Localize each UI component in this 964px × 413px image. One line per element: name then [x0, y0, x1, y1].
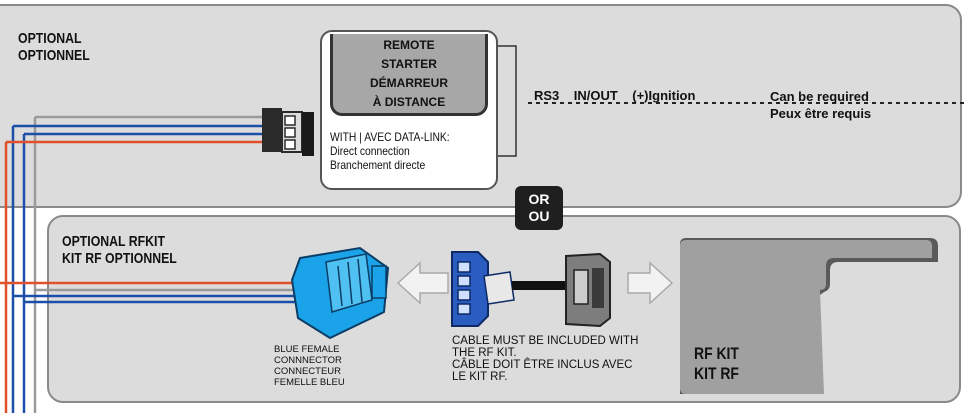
- remote-starter-title: REMOTE STARTER DÉMARREUR À DISTANCE: [333, 36, 485, 112]
- remote-starter-title-line: À DISTANCE: [372, 95, 446, 109]
- remote-starter-screen: REMOTE STARTER DÉMARREUR À DISTANCE: [330, 34, 488, 116]
- or-label: OR: [528, 191, 550, 207]
- cable-note-line: CÂBLE DOIT ÊTRE INCLUS AVEC: [452, 359, 633, 371]
- rs3-label: RS3: [534, 88, 560, 103]
- remote-starter-box: REMOTE STARTER DÉMARREUR À DISTANCE WITH…: [320, 30, 498, 190]
- starter-connector-icon: [262, 108, 314, 156]
- remote-starter-title-line: DÉMARREUR: [370, 76, 448, 90]
- rf-module-icon: [680, 238, 938, 394]
- rf-kit-label-line1: RF KIT: [694, 344, 739, 363]
- blue-connector-label-line: BLUE FEMALE: [274, 344, 340, 355]
- can-be-required-label: Can be required: [770, 89, 869, 104]
- rf-kit-label-line2: KIT RF: [694, 364, 739, 383]
- blue-connector-icon: [290, 246, 390, 340]
- datalink-line: Direct connection: [330, 144, 410, 158]
- blue-connector-label: BLUE FEMALE CONNNECTOR CONNECTEUR FEMELL…: [274, 344, 345, 388]
- cable-black: [512, 281, 572, 290]
- connector-labels: RS3 IN/OUT (+)Ignition: [534, 88, 695, 103]
- datalink-text: WITH | AVEC DATA-LINK: Direct connection…: [330, 130, 450, 172]
- rfkit-title: OPTIONAL RFKIT KIT RF OPTIONNEL: [62, 233, 177, 267]
- rfkit-title-line1: OPTIONAL RFKIT: [62, 233, 165, 250]
- blue-connector-label-line: CONNECTEUR: [274, 366, 342, 377]
- arrow-right-icon: [627, 261, 674, 305]
- or-badge: OR OU: [515, 186, 563, 230]
- cable-note-line: LE KIT RF.: [452, 371, 508, 383]
- in-out-label: IN/OUT: [573, 88, 618, 103]
- peux-etre-requis-label: Peux être requis: [770, 106, 872, 121]
- cable-note: CABLE MUST BE INCLUDED WITH THE RF KIT. …: [452, 335, 638, 383]
- rfkit-title-line2: KIT RF OPTIONNEL: [62, 250, 177, 267]
- ignition-label: (+)Ignition: [632, 88, 696, 103]
- blue-connector-label-line: CONNNECTOR: [274, 355, 342, 366]
- ou-label: OU: [528, 208, 550, 224]
- optional-title-line1: OPTIONAL: [18, 30, 82, 47]
- optional-title-line2: OPTIONNEL: [18, 47, 90, 64]
- cable-note-line: CABLE MUST BE INCLUDED WITH: [452, 335, 639, 347]
- connector-bracket: [498, 45, 517, 157]
- datalink-line: WITH | AVEC DATA-LINK:: [330, 130, 450, 144]
- cable-connector-blue-icon: [451, 251, 515, 327]
- can-be-required-note: Can be required Peux être requis: [770, 88, 871, 122]
- datalink-line: Branchement directe: [330, 158, 426, 172]
- blue-connector-label-line: FEMELLE BLEU: [274, 377, 345, 388]
- cable-note-line: THE RF KIT.: [452, 347, 517, 359]
- optional-title: OPTIONAL OPTIONNEL: [18, 30, 90, 64]
- remote-starter-title-line: STARTER: [381, 57, 437, 71]
- cable-connector-gray-icon: [565, 252, 611, 328]
- remote-starter-title-line: REMOTE: [383, 38, 435, 52]
- arrow-left-icon: [396, 261, 449, 305]
- rf-kit-label: RF KIT KIT RF: [694, 344, 739, 384]
